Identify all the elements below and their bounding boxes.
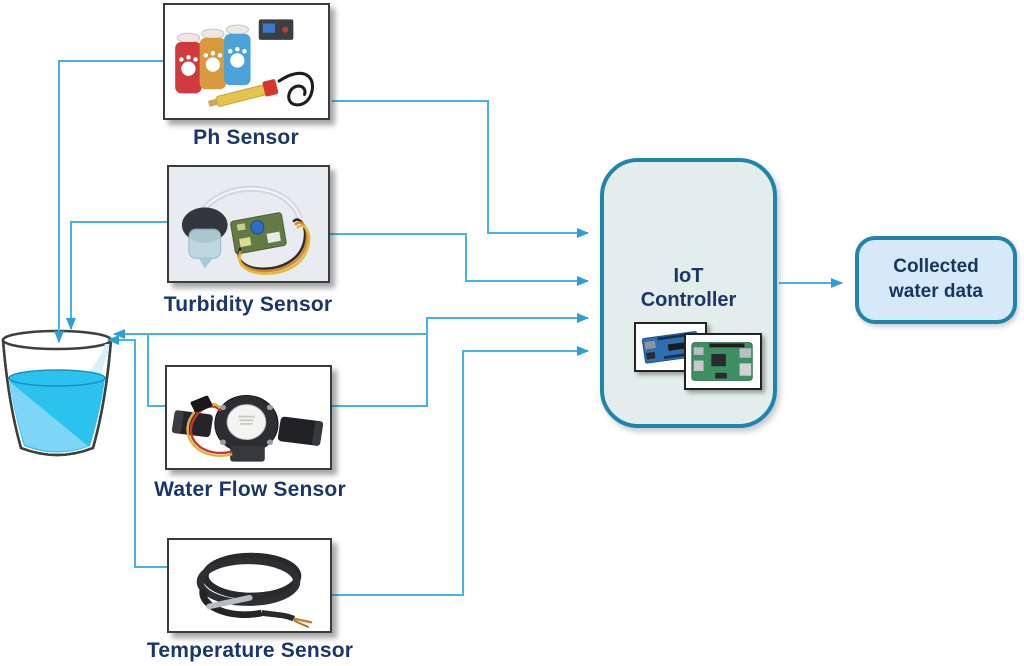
turbidity-sensor-box (167, 165, 330, 283)
iot-controller-box: IoT Controller (600, 158, 777, 428)
collected-water-data-box: Collected water data (855, 236, 1017, 324)
connector-waterflow-to-iot (332, 313, 589, 407)
raspberry-pi-image (684, 333, 762, 390)
ph-sensor-label: Ph Sensor (193, 126, 299, 149)
turbidity-sensor-label: Turbidity Sensor (163, 293, 333, 316)
temperature-sensor-box (167, 538, 332, 633)
glass-outline (1, 339, 113, 457)
water-flow-sensor-label: Water Flow Sensor (154, 478, 346, 501)
collected-water-data-line1: Collected (893, 256, 979, 278)
connector-ph-to-iot (332, 100, 589, 238)
connector-temperature-to-glass (107, 335, 167, 568)
connector-turbidity-to-glass (66, 221, 167, 330)
water-flow-sensor-box (165, 365, 332, 470)
water-highlight (10, 382, 88, 452)
water-glass-icon (1, 329, 113, 457)
raspberry-pi-graphic (691, 342, 753, 381)
glass-sheen (84, 344, 112, 378)
temperature-sensor-image (196, 552, 313, 629)
water-flow-sensor-image (171, 395, 324, 462)
connectors (54, 60, 843, 596)
connector-temperature-to-iot (332, 346, 589, 596)
iot-controller-label-line2: Controller (640, 289, 737, 311)
glass-rim (1, 329, 113, 351)
water-surface (8, 369, 106, 387)
collected-water-data-line2: water data (889, 281, 983, 302)
ph-sensor-image (175, 19, 314, 107)
connector-ph-to-glass (54, 60, 163, 343)
connector-waterflow-left (147, 334, 165, 407)
connector-turbidity-to-iot (330, 233, 589, 286)
ph-sensor-box (163, 3, 330, 120)
iot-controller-label: IoT Controller (604, 264, 773, 312)
collected-water-data-label: Collected water data (889, 255, 983, 304)
temperature-sensor-label: Temperature Sensor (146, 639, 354, 662)
turbidity-sensor-image (169, 167, 328, 281)
iot-controller-label-line1: IoT (673, 265, 704, 287)
